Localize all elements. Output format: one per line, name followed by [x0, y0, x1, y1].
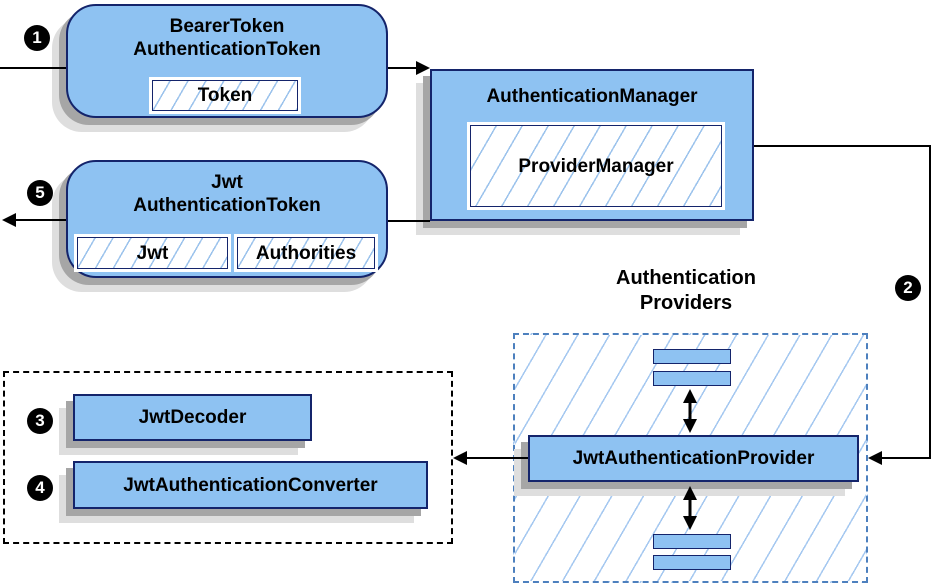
jwt-field-box: Jwt — [77, 237, 228, 269]
provider-placeholder-rect — [653, 349, 731, 364]
step-4-badge: 4 — [27, 475, 53, 501]
provider-manager-box: ProviderManager — [470, 125, 722, 207]
flow-1-arrow-to-manager — [388, 61, 430, 75]
authentication-providers-label: Authentication Providers — [566, 266, 806, 316]
jwt-authentication-provider-box: JwtAuthenticationProvider — [528, 435, 859, 482]
authentication-providers-label-line2: Providers — [639, 292, 733, 314]
jwt-decoder-label: JwtDecoder — [138, 407, 247, 428]
token-field-box: Token — [152, 80, 298, 111]
authorities-field-label: Authorities — [255, 242, 357, 264]
provider-placeholder-rect — [653, 371, 731, 386]
authorities-field-box: Authorities — [237, 237, 375, 269]
provider-placeholder-rect — [653, 534, 731, 549]
jwt-token-title-line1: Jwt — [211, 172, 243, 193]
jwt-decoder-box: JwtDecoder — [73, 394, 312, 441]
provider-manager-label: ProviderManager — [518, 155, 674, 177]
authentication-providers-label-line1: Authentication — [616, 267, 756, 289]
jwt-token-title-line2: AuthenticationToken — [133, 195, 321, 216]
jwt-authentication-converter-box: JwtAuthenticationConverter — [73, 461, 428, 509]
bearer-token-title-line1: BearerToken — [169, 16, 285, 37]
step-2-badge: 2 — [895, 275, 921, 301]
jwt-authentication-provider-label: JwtAuthenticationProvider — [572, 448, 815, 469]
token-field-label: Token — [197, 85, 253, 106]
jwt-field-label: Jwt — [136, 242, 169, 264]
step-5-badge: 5 — [27, 180, 53, 206]
bearer-token-title-line2: AuthenticationToken — [133, 39, 321, 60]
decoder-converter-container — [3, 371, 453, 544]
jwt-authentication-converter-label: JwtAuthenticationConverter — [123, 474, 378, 496]
step-1-badge: 1 — [24, 25, 50, 51]
flow-5-outgoing-arrow — [2, 213, 66, 227]
authentication-manager-title: AuthenticationManager — [486, 86, 698, 107]
provider-placeholder-rect — [653, 555, 731, 570]
step-3-badge: 3 — [27, 408, 53, 434]
